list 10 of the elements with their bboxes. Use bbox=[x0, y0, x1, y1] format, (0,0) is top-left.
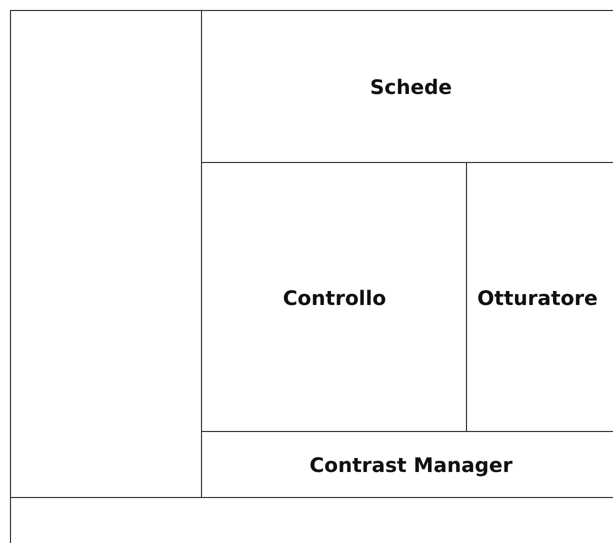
panel-label: Controllo bbox=[282, 286, 386, 310]
layout-panel bbox=[201, 431, 613, 499]
panel-label: Contrast Manager bbox=[310, 453, 512, 477]
layout-panel bbox=[466, 162, 613, 433]
empty-panel bbox=[10, 497, 613, 543]
layout-panel bbox=[201, 10, 613, 164]
empty-panel bbox=[10, 10, 203, 499]
panel-label: Schede bbox=[370, 75, 452, 99]
layout-panel bbox=[201, 162, 468, 433]
panel-label: Otturatore bbox=[477, 286, 598, 310]
